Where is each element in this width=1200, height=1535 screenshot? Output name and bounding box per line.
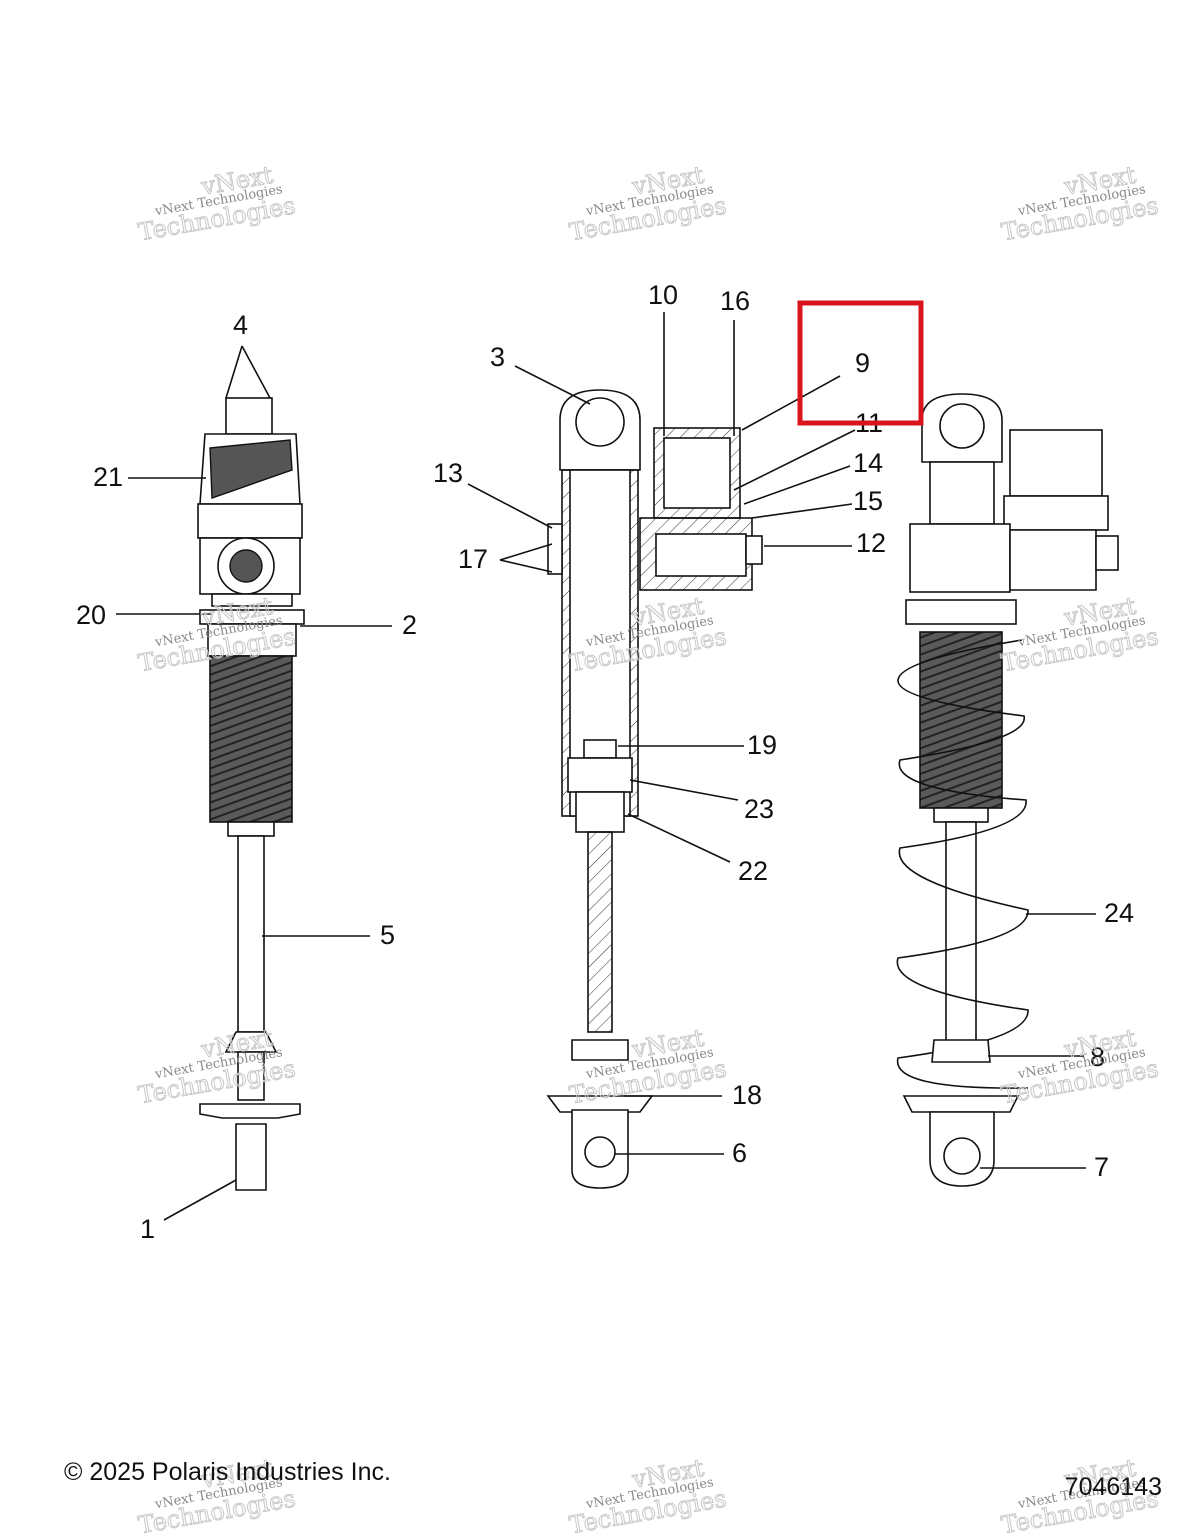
body-end-cap-right <box>933 807 989 823</box>
callout-16: 16 <box>720 286 750 316</box>
callout-5: 5 <box>380 920 395 950</box>
right-shock-assembly <box>896 393 1119 1187</box>
callout-7: 7 <box>1094 1152 1109 1182</box>
bumper <box>224 1031 278 1053</box>
velocity-label-decal <box>209 439 293 499</box>
lower-eyelet-bore-right <box>943 1137 981 1175</box>
callout-14: 14 <box>853 448 883 478</box>
watermark: vNext Technologies vNext Technologies <box>136 160 298 247</box>
upper-body-collar <box>197 503 303 539</box>
lower-eyelet <box>235 1123 267 1191</box>
bumper-right <box>931 1039 991 1063</box>
callout-1: 1 <box>140 1214 155 1244</box>
spring-seat-ring <box>207 623 297 657</box>
shaft <box>237 835 265 1033</box>
callout-numbers: 1 2 3 4 5 6 7 8 9 10 11 12 13 14 15 16 1… <box>76 280 1134 1244</box>
adjuster-screw-right <box>1095 535 1119 571</box>
figure-number: 7046143 <box>1064 1473 1162 1501</box>
top-eyelet-bore-right <box>939 403 985 449</box>
callout-23: 23 <box>744 794 774 824</box>
body-end-cap <box>227 821 275 837</box>
adjuster-knob-center <box>229 549 263 583</box>
coil-spring <box>896 639 1029 1089</box>
watermark: vNext Technologies vNext Technologies <box>136 1023 298 1110</box>
highlight-box <box>797 300 924 426</box>
shaft-section <box>587 831 613 1033</box>
threaded-body-right <box>919 631 1003 809</box>
adjuster-housing-right <box>909 523 1011 593</box>
callout-24: 24 <box>1104 898 1134 928</box>
lower-retainer-right <box>902 1095 1020 1113</box>
watermark: vNext Technologies vNext Technologies <box>999 160 1161 247</box>
watermark: vNext Technologies vNext Technologies <box>567 1453 729 1535</box>
watermarks: vNext Technologies vNext Technologies vN… <box>136 160 1161 1535</box>
callout-9: 9 <box>855 348 870 378</box>
adjuster-valve <box>655 533 747 577</box>
callout-10: 10 <box>648 280 678 310</box>
callout-2: 2 <box>402 610 417 640</box>
callout-4: 4 <box>233 310 248 340</box>
adjuster-block-right <box>1009 529 1097 591</box>
lower-retainer-section <box>546 1095 654 1113</box>
lower-collar <box>211 593 293 607</box>
leader-lines <box>116 312 1096 1221</box>
reservoir-collar-right <box>1003 495 1109 531</box>
watermark: vNext Technologies vNext Technologies <box>999 1023 1161 1110</box>
callout-8: 8 <box>1090 1042 1105 1072</box>
shaft-right <box>945 821 977 1043</box>
adjuster-screw <box>745 535 763 565</box>
callout-22: 22 <box>738 856 768 886</box>
callout-13: 13 <box>433 458 463 488</box>
copyright-notice: © 2025 Polaris Industries Inc. <box>64 1458 391 1486</box>
callout-17: 17 <box>458 544 488 574</box>
piston-nut <box>583 739 617 759</box>
body-orings <box>547 523 563 575</box>
callout-19: 19 <box>747 730 777 760</box>
callout-15: 15 <box>853 486 883 516</box>
lower-spring-retainer <box>199 1103 301 1119</box>
shaft-lower <box>237 1051 265 1101</box>
center-shock-cross-section <box>546 389 763 1189</box>
watermark: vNext Technologies vNext Technologies <box>567 160 729 247</box>
callout-3: 3 <box>490 342 505 372</box>
seal-head <box>575 791 625 833</box>
callout-21: 21 <box>93 462 123 492</box>
threaded-body <box>209 655 293 823</box>
piston-stack <box>567 757 633 793</box>
callout-12: 12 <box>856 528 886 558</box>
bumper-section <box>571 1039 629 1061</box>
upper-body-right <box>929 461 995 525</box>
top-eyelet-bore <box>575 397 625 447</box>
lower-eyelet-bore <box>584 1136 616 1168</box>
watermark: vNext Technologies vNext Technologies <box>999 591 1161 678</box>
left-shock-assembly <box>197 397 305 1191</box>
preload-nut-right <box>905 599 1017 625</box>
callout-20: 20 <box>76 600 106 630</box>
callout-18: 18 <box>732 1080 762 1110</box>
reservoir-chamber <box>663 437 731 509</box>
reservoir-cap-right <box>1009 429 1103 497</box>
callout-6: 6 <box>732 1138 747 1168</box>
top-eyelet-cap <box>225 397 273 435</box>
